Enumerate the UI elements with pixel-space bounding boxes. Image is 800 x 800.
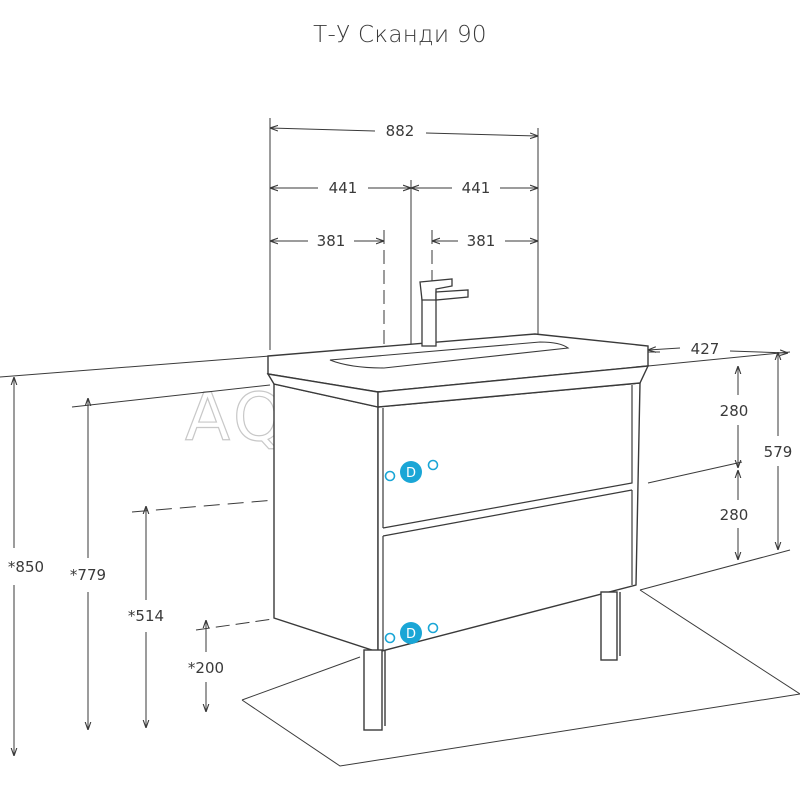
screw-icon bbox=[427, 622, 439, 634]
dim-legs-height: *200 bbox=[188, 659, 224, 677]
dim-inner-right: 381 bbox=[467, 232, 496, 250]
dimension-lines-height bbox=[14, 352, 778, 756]
screw-icon bbox=[384, 632, 396, 644]
dim-half-left: 441 bbox=[329, 179, 358, 197]
handle-disc-icon bbox=[400, 622, 422, 644]
dimension-labels: 882 441 441 381 381 427 280 280 579 *850… bbox=[8, 122, 792, 677]
dim-depth: 427 bbox=[691, 340, 720, 358]
extension-lines bbox=[0, 118, 791, 631]
floor-outline bbox=[241, 589, 800, 767]
washbasin bbox=[266, 333, 650, 408]
dim-total-width: 882 bbox=[386, 122, 415, 140]
cabinet-body bbox=[273, 382, 641, 653]
dim-cabinet-bottom: *514 bbox=[128, 607, 164, 625]
faucet bbox=[419, 278, 469, 347]
screw-icon bbox=[427, 459, 439, 471]
dim-inner-left: 381 bbox=[317, 232, 346, 250]
handle-letter: D bbox=[406, 627, 416, 642]
handle-top: D bbox=[384, 459, 439, 483]
handle-letter: D bbox=[406, 466, 416, 481]
handle-disc-icon bbox=[400, 461, 422, 483]
dimension-lines-top bbox=[270, 128, 788, 353]
screw-icon bbox=[384, 470, 396, 482]
dim-basin-height: *779 bbox=[70, 566, 106, 584]
legs bbox=[363, 591, 621, 731]
dim-cabinet-height: 579 bbox=[764, 443, 793, 461]
drawers bbox=[382, 385, 633, 650]
handle-bottom: D bbox=[384, 622, 439, 644]
diagram-title: Т-У Сканди 90 bbox=[313, 22, 487, 48]
dim-half-right: 441 bbox=[462, 179, 491, 197]
dim-drawer-top: 280 bbox=[720, 402, 749, 420]
dim-total-height: *850 bbox=[8, 558, 44, 576]
dim-drawer-bottom: 280 bbox=[720, 506, 749, 524]
